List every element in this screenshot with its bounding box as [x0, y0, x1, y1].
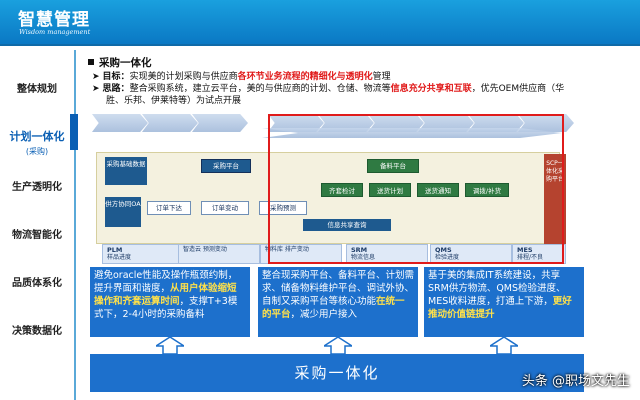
app-title: 智慧管理 — [18, 10, 90, 30]
sidebar-item-overall-plan[interactable]: 整体规划 — [0, 80, 74, 95]
delivery-notice-box: 送货通知 — [417, 183, 459, 197]
flow-step — [268, 114, 324, 132]
highlight-frame — [268, 114, 564, 264]
sidebar-item-label: 物流智能化 — [12, 230, 62, 241]
panel-text-end: ，支撑T+3模式下，2-4小时的采购备料 — [94, 296, 238, 320]
sidebar-item-label: 计划一体化 — [9, 130, 65, 143]
flow-step — [262, 128, 562, 138]
panel-text: 避免oracle性能及操作瓶颈约制，提升界面和谐度， — [94, 270, 238, 294]
benefit-panel-performance: 避免oracle性能及操作瓶颈约制，提升界面和谐度，从用户体验缩短操作和齐套运算… — [90, 267, 250, 337]
flow-step — [192, 114, 248, 132]
system-desc: 排程/不良 — [517, 254, 544, 261]
info-share-bar: 信息共享查询 — [303, 219, 391, 231]
benefit-panel-integration: 整合现采购平台、备料平台、计划需求、储备物料维护平台、调试外协、自制又采购平台等… — [258, 267, 418, 337]
purchase-base-data-block: 采购基础数据 — [105, 157, 147, 185]
sidebar: 整体规划 计划一体化 (采购) 生产透明化 物流智能化 品质体系化 决策数据化 — [0, 46, 74, 400]
system-name: PLM — [107, 246, 123, 254]
process-flow-strip — [92, 114, 582, 138]
sidebar-item-label: 品质体系化 — [12, 278, 62, 289]
panel-text: 整合现采购平台、备料平台、计划需求、储备物料维护平台、调试外协、自制又采购平台等… — [262, 270, 415, 307]
panel-text: 基于美的集成IT系统建设，共享SRM供方物流、QMS检验进度、MES收料进度，打… — [428, 270, 566, 307]
up-arrow-icon — [490, 337, 518, 354]
sidebar-item-quality-system[interactable]: 品质体系化 — [0, 274, 74, 289]
supplier-oa-block: 供方协同OA — [105, 197, 141, 227]
idea-highlight: 信息充分共享和互联 — [390, 84, 472, 94]
purchase-integration-bar: 采购一体化 — [90, 354, 584, 392]
goal-text-end: 管理 — [372, 72, 391, 82]
delivery-plan-box: 送货计划 — [369, 183, 411, 197]
system-desc: 智造云 预测变动 — [183, 246, 227, 253]
sidebar-item-planning-integration[interactable]: 计划一体化 (采购) — [0, 128, 74, 157]
up-arrow-icon — [324, 337, 352, 354]
panel-text-end: ，减少用户接入 — [290, 309, 358, 320]
sidebar-divider — [74, 50, 76, 400]
panel-highlight: 在统一的平台 — [262, 296, 405, 320]
idea-line: ➤思路：整合采购系统，建立云平台，美的与供应商的计划、仓储、物流等信息充分共享和… — [92, 84, 564, 95]
section-title: 采购一体化 — [88, 55, 152, 70]
sidebar-item-sublabel: (采购) — [25, 147, 49, 156]
sidebar-item-logistics[interactable]: 物流智能化 — [0, 226, 74, 241]
app-subtitle: Wisdom management — [19, 28, 91, 36]
idea-line-2: 胜、乐邦、伊莱特等）为试点开展 — [106, 96, 242, 106]
square-bullet-icon — [88, 59, 94, 65]
system-name: QMS — [435, 246, 452, 254]
order-change-box: 订单变动 — [201, 201, 249, 215]
sidebar-item-label: 决策数据化 — [12, 326, 62, 337]
arrow-bullet-icon: ➤ — [92, 84, 100, 94]
idea-label: 思路： — [102, 84, 130, 94]
flow-step — [468, 114, 524, 132]
arrow-bullet-icon: ➤ — [92, 72, 100, 82]
flow-step — [92, 114, 148, 132]
application-panel: 采购基础数据 供方协同OA 采购平台 订单下达 订单变动 采购预测 备料平台 齐… — [96, 152, 560, 244]
flow-step — [368, 114, 424, 132]
order-box: 订单下达 — [147, 201, 191, 215]
system-box-cloud: 智造云 预测变动 — [178, 244, 260, 264]
flow-step — [318, 114, 374, 132]
sidebar-item-decision-data[interactable]: 决策数据化 — [0, 322, 74, 337]
sidebar-item-label: 整体规划 — [17, 84, 57, 95]
scp-platform-block: SCP一体化采购平台 — [544, 154, 566, 250]
system-desc: 物料库 排产变动 — [265, 246, 309, 253]
purchase-platform-box: 采购平台 — [201, 159, 251, 173]
process-flow-strip-lower — [92, 128, 582, 138]
goal-text: 实现美的计划采购与供应商 — [129, 72, 238, 82]
watermark: 头条 @职场文先生 — [521, 374, 630, 389]
section-title-text: 采购一体化 — [99, 57, 152, 69]
purchase-forecast-box: 采购预测 — [259, 201, 307, 215]
goal-highlight: 各环节业务流程的精细化与透明化 — [237, 72, 373, 82]
system-name: MES — [517, 246, 533, 254]
system-desc: 检验进度 — [435, 254, 460, 261]
architecture-diagram: 采购基础数据 供方协同OA 采购平台 订单下达 订单变动 采购预测 备料平台 齐… — [92, 108, 582, 266]
sidebar-item-production-transparency[interactable]: 生产透明化 — [0, 178, 74, 193]
flow-step — [418, 114, 474, 132]
panel-highlight: 更好推动价值链提升 — [428, 296, 572, 320]
goal-label: 目标： — [102, 72, 130, 82]
transfer-replenish-box: 调拨/补货 — [465, 183, 509, 197]
flow-step — [518, 114, 574, 132]
system-name: SRM — [351, 246, 368, 254]
kitting-check-box: 齐套检讨 — [321, 183, 363, 197]
goal-line: ➤目标：实现美的计划采购与供应商各环节业务流程的精细化与透明化管理 — [92, 72, 391, 83]
panel-highlight: 从用户体验缩短操作和齐套运算时间 — [94, 283, 237, 307]
system-desc: 物流信息 — [351, 254, 376, 261]
system-desc: 样品进度 — [107, 254, 132, 261]
sidebar-item-label: 生产透明化 — [12, 182, 62, 193]
idea-text: 整合采购系统，建立云平台，美的与供应商的计划、仓储、物流等 — [129, 84, 391, 94]
up-arrow-icon — [156, 337, 184, 354]
idea-text-end: ，优先OEM供应商（华 — [471, 84, 565, 94]
flow-step — [142, 114, 198, 132]
header-divider — [0, 44, 640, 46]
prep-platform-box: 备料平台 — [367, 159, 419, 173]
active-marker — [70, 114, 78, 150]
header-bar: 智慧管理 Wisdom management — [0, 0, 640, 44]
benefit-panel-it-systems: 基于美的集成IT系统建设，共享SRM供方物流、QMS检验进度、MES收料进度，打… — [424, 267, 584, 337]
